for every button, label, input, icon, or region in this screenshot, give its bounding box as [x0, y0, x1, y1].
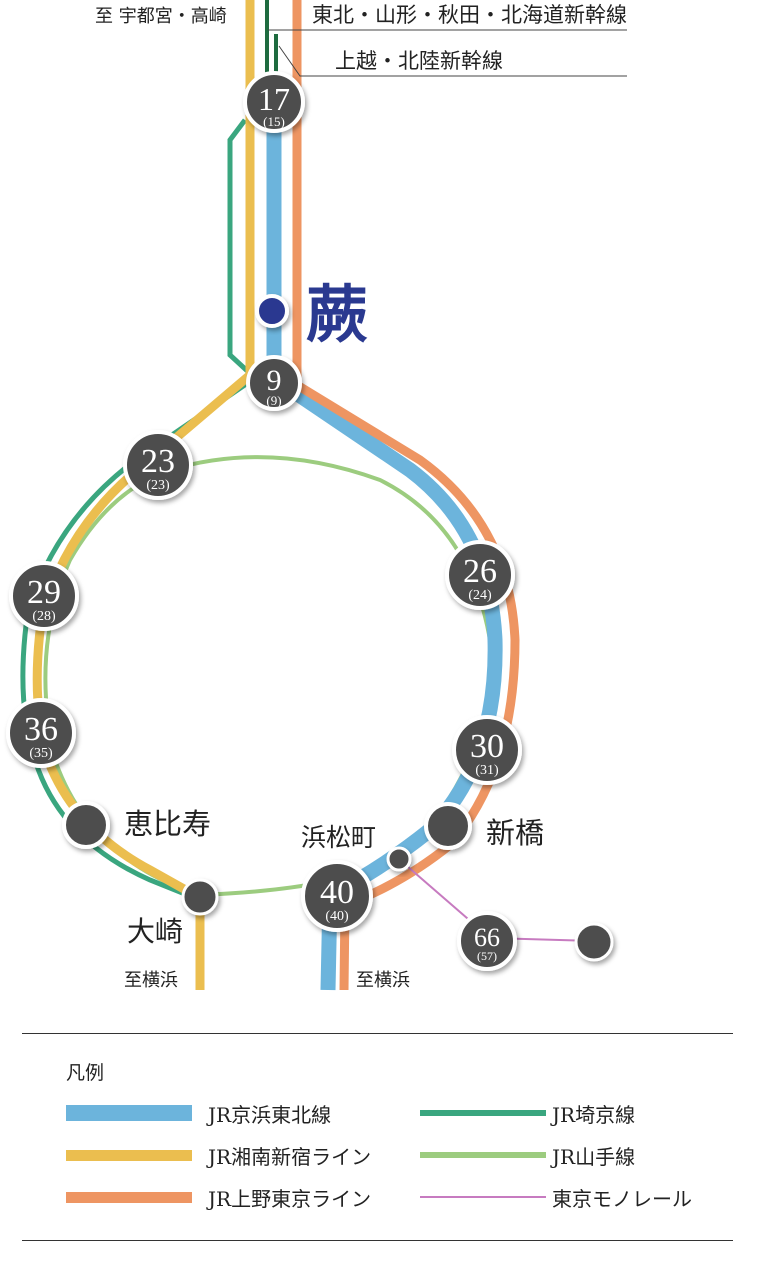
station-time-sub: (28): [32, 609, 56, 624]
station-time-sub: (23): [146, 478, 170, 493]
station-omiya[interactable]: [243, 71, 305, 133]
legend-item-ueno-tokyo: JR上野東京ライン: [66, 1182, 371, 1212]
station-time: 9: [267, 364, 282, 397]
station-shimbashi[interactable]: [424, 802, 472, 850]
legend-label: 東京モノレール: [552, 1186, 692, 1211]
legend-label: JR京浜東北線: [208, 1102, 332, 1127]
legend-label: JR上野東京ライン: [208, 1186, 372, 1211]
legend-swatch: [420, 1152, 546, 1158]
station-time-sub: (40): [325, 909, 349, 924]
station-time-sub: (24): [468, 588, 492, 603]
station-time: 17: [258, 81, 290, 117]
legend-item-keihin-tohoku: JR京浜東北線: [66, 1098, 331, 1128]
station-time: 29: [27, 574, 61, 611]
legend-item-shonan-shinjuku: JR湘南新宿ライン: [66, 1140, 371, 1170]
station-akabane[interactable]: [246, 355, 302, 411]
legend-swatch: [66, 1105, 192, 1121]
legend-label: JR山手線: [552, 1144, 636, 1169]
joetsu-shinkansen-label: 上越・北陸新幹線: [335, 49, 503, 73]
legend-swatch: [66, 1149, 192, 1161]
station-time-sub: (57): [477, 949, 497, 963]
keihin-tohoku-line: [266, 100, 503, 991]
station-ikebukuro[interactable]: [123, 430, 193, 500]
legend-item-monorail: 東京モノレール: [420, 1182, 692, 1212]
osaki-label: 大崎: [127, 915, 183, 948]
station-ebisu[interactable]: [62, 801, 110, 849]
station-time: 23: [141, 443, 175, 480]
station-monorail-end[interactable]: [574, 922, 614, 962]
station-time-sub: (15): [263, 114, 285, 129]
home-station-label: 蕨: [306, 278, 368, 351]
legend-title: 凡例: [66, 1062, 105, 1084]
station-tokyo[interactable]: [452, 715, 522, 785]
station-shinjuku[interactable]: [9, 561, 79, 631]
legend-label: JR埼京線: [552, 1102, 636, 1127]
station-time: 26: [463, 553, 497, 590]
legend-swatch: [420, 1196, 546, 1198]
ebisu-label: 恵比寿: [124, 807, 211, 841]
station-time: 30: [470, 728, 504, 765]
shimbashi-label: 新橋: [486, 816, 544, 850]
station-time: 36: [24, 711, 58, 748]
joetsu-callout: [278, 45, 627, 77]
station-time-sub: (35): [29, 746, 53, 761]
station-shinagawa[interactable]: [301, 860, 373, 932]
station-haneda[interactable]: [457, 911, 517, 971]
station-osaki[interactable]: [181, 878, 219, 916]
legend-label: JR湘南新宿ライン: [208, 1144, 372, 1169]
legend-item-saikyo: JR埼京線: [420, 1098, 635, 1128]
station-hamamatsucho[interactable]: [386, 846, 412, 872]
hamamatsucho-label: 浜松町: [301, 823, 376, 852]
route-map: 17 (15) 9 (9) 23 (23) 29 (28) 36 (35) 26…: [6, 0, 627, 991]
direction-yokohama-right: 至横浜: [356, 970, 410, 991]
direction-utsunomiya-takasaki: 至 宇都宮・高崎: [95, 6, 227, 27]
legend-swatch: [66, 1191, 192, 1203]
tohoku-shinkansen-label: 東北・山形・秋田・北海道新幹線: [312, 3, 627, 27]
station-warabi[interactable]: [255, 294, 289, 328]
direction-yokohama-left: 至横浜: [124, 970, 178, 991]
legend-bottom-divider: [22, 1240, 733, 1241]
legend-swatch: [420, 1110, 546, 1116]
station-shibuya[interactable]: [6, 698, 76, 768]
station-time: 66: [474, 923, 500, 952]
station-time-sub: (31): [475, 763, 499, 778]
station-time-sub: (9): [266, 393, 281, 408]
station-ueno[interactable]: [445, 540, 515, 610]
station-time: 40: [320, 874, 354, 911]
legend-top-divider: [22, 1033, 733, 1034]
legend-item-yamanote: JR山手線: [420, 1140, 635, 1170]
